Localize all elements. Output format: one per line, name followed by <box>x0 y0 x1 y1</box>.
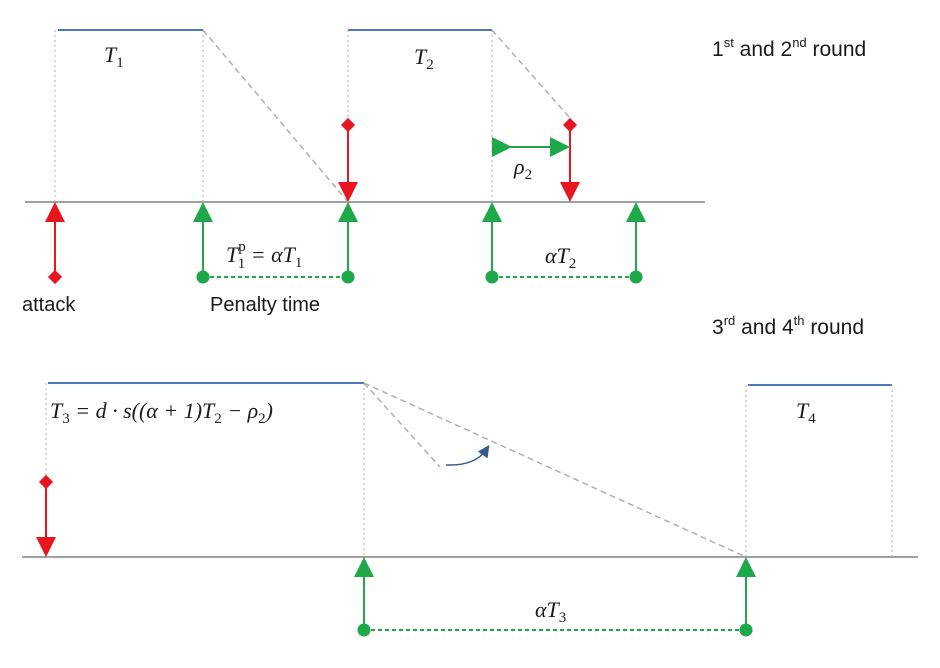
rotation-arrow-icon <box>445 445 490 466</box>
penalty1-left-dot <box>196 270 210 284</box>
t2-label: T2 <box>414 44 434 73</box>
rounds-3-4-panel: 3rd and 4th round T3 = d · s((α + 1)T2 −… <box>22 313 918 637</box>
alpha-t3-label: αT3 <box>535 597 566 626</box>
t1-label: T1 <box>104 42 124 71</box>
penalty2-left-dot <box>485 270 499 284</box>
penalty1-right-dot <box>341 270 355 284</box>
rho2-label: ρ2 <box>513 154 532 183</box>
penalty3-left-dot <box>357 623 371 637</box>
rounds-3-4-title: 3rd and 4th round <box>712 313 864 339</box>
penalty2-right-dot <box>629 270 643 284</box>
attack-label: attack <box>22 294 76 316</box>
rounds-1-2-title: 1st and 2nd round <box>712 35 866 61</box>
t3-decay-long <box>363 382 747 558</box>
attack-diamond-1 <box>47 269 63 285</box>
attack-diamond-2 <box>340 117 356 133</box>
t2-decay-line <box>491 29 571 119</box>
attack-diamond-4 <box>38 474 54 490</box>
attack-diamond-3 <box>562 117 578 133</box>
t4-label: T4 <box>796 398 816 427</box>
t3-decay-short <box>363 382 441 468</box>
alpha-t2-label: αT2 <box>545 243 576 272</box>
t1-decay-line <box>202 29 349 203</box>
penalty3-right-dot <box>739 623 753 637</box>
t3-formula: T3 = d · s((α + 1)T2 − ρ2) <box>50 398 273 427</box>
penalty-time-label: Penalty time <box>210 294 320 316</box>
